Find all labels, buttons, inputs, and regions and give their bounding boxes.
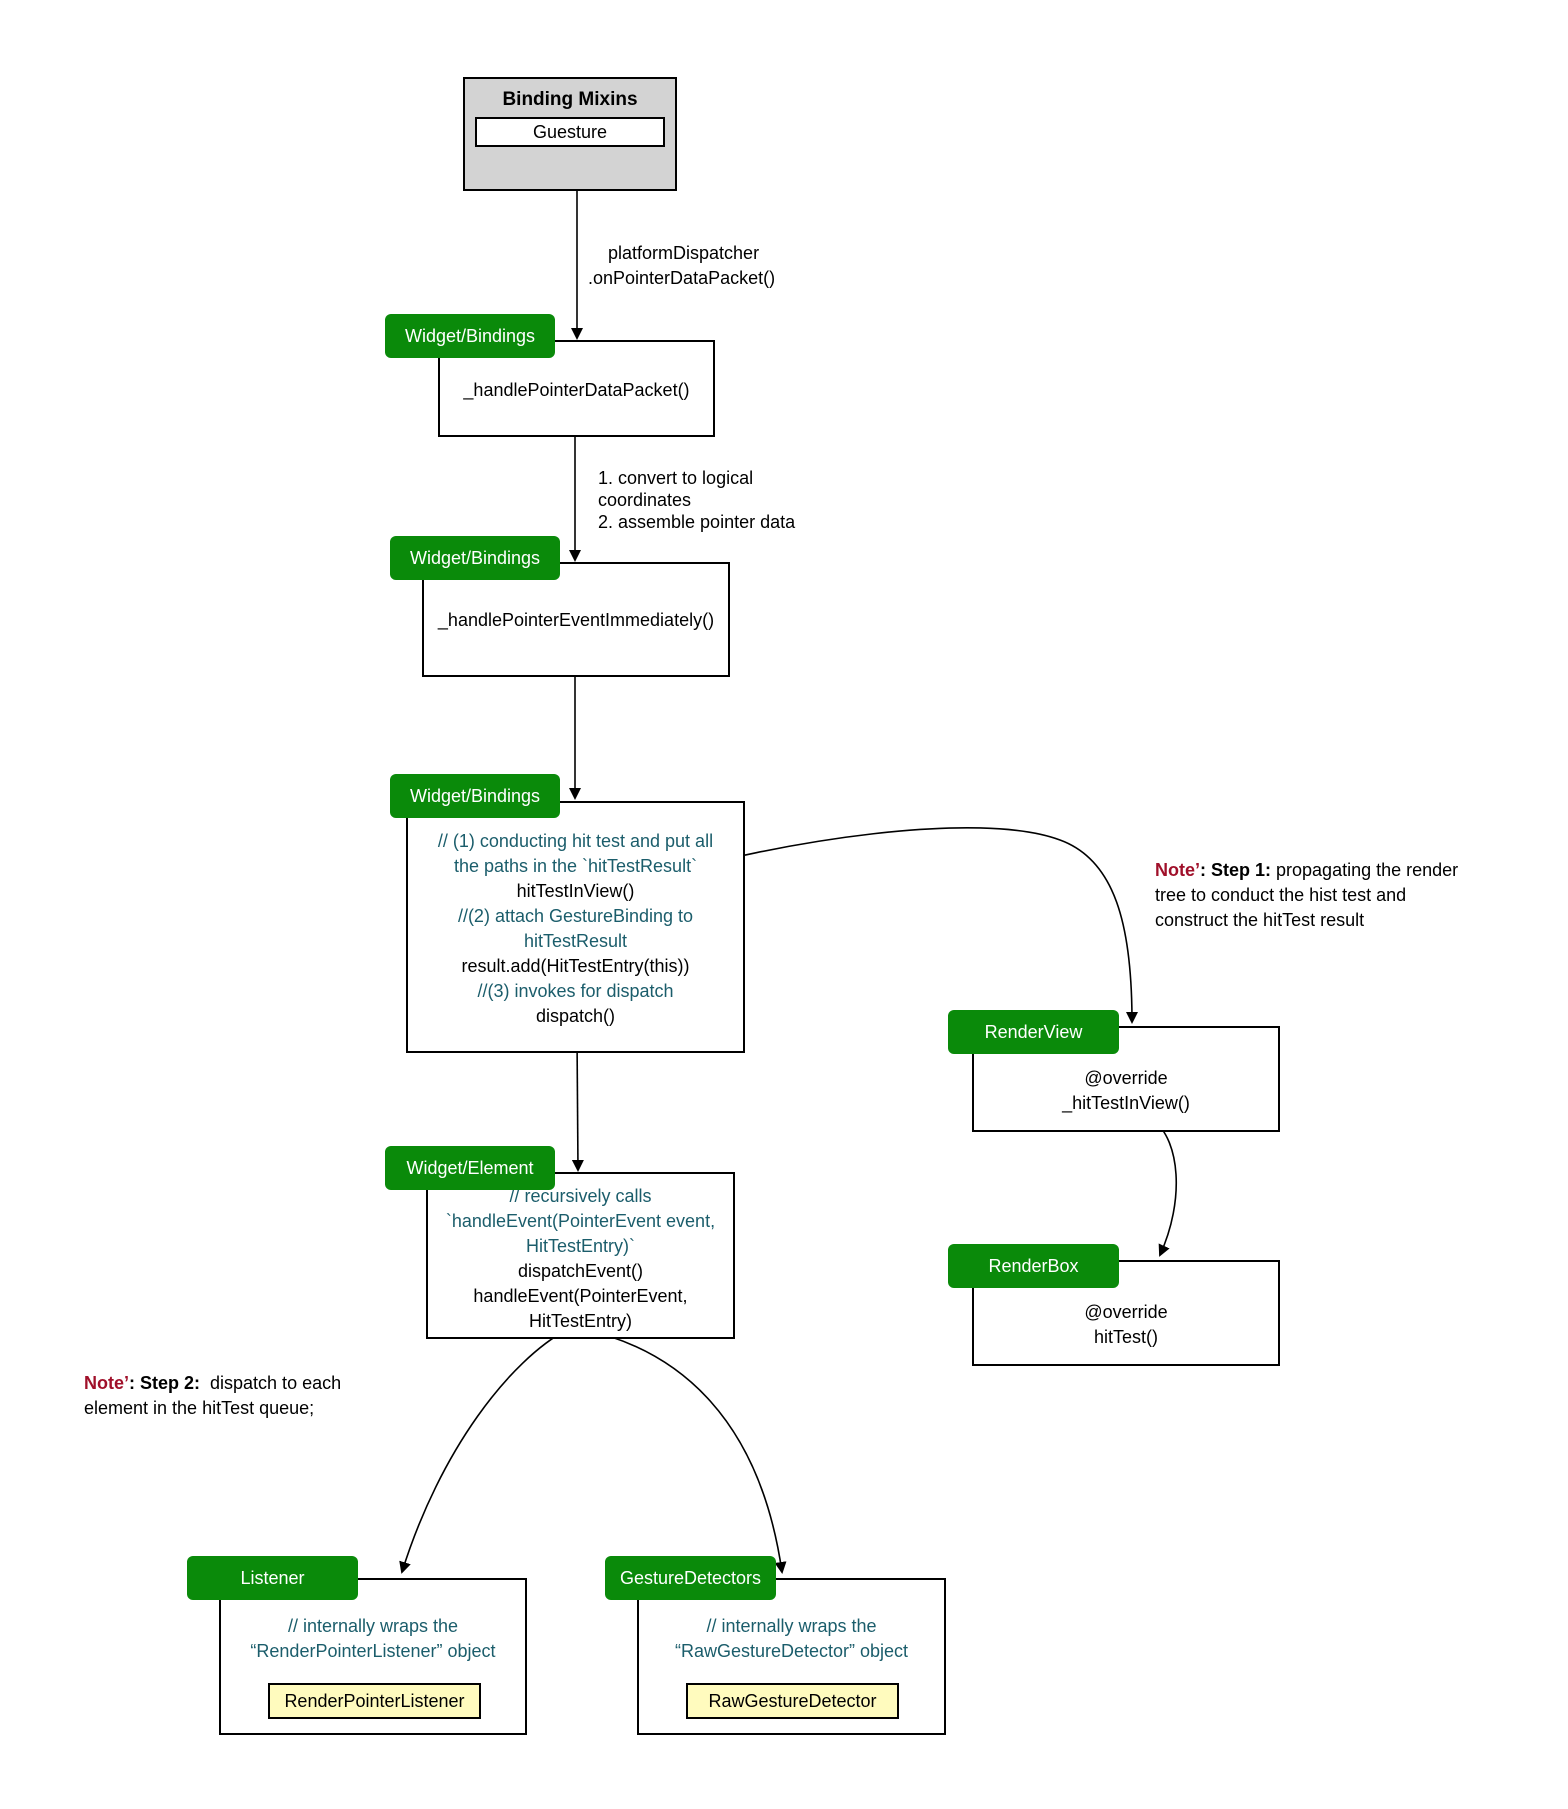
element-comment-line1: // recursively calls bbox=[509, 1186, 652, 1206]
gesture-node-content: // internally wraps the “RawGestureDetec… bbox=[639, 1614, 944, 1664]
note-step2-text1: dispatch to each bbox=[200, 1373, 342, 1393]
dispatcher-label: platformDispatcher .onPointerDataPacket(… bbox=[588, 241, 775, 291]
packet-node-tag: Widget/Bindings bbox=[385, 314, 555, 358]
element-code-line3: HitTestEntry) bbox=[528, 1311, 633, 1331]
note-step1-colon: : bbox=[1200, 860, 1211, 880]
gesture-binding-box: Guesture bbox=[475, 117, 665, 147]
packet-node-text: _handlePointerDataPacket() bbox=[463, 380, 690, 400]
renderview-line2: _hitTestInView() bbox=[1062, 1093, 1190, 1113]
dispatch-code1: hitTestInView() bbox=[516, 881, 635, 901]
listener-comment: // internally wraps the bbox=[287, 1616, 459, 1636]
binding-mixins-box: Binding Mixins Guesture bbox=[463, 77, 677, 191]
note-step2-line1: Note’: Step 2: dispatch to each bbox=[84, 1371, 341, 1396]
renderview-line1: @override bbox=[1084, 1068, 1168, 1088]
raw-gesture-detector-box: RawGestureDetector bbox=[686, 1683, 899, 1719]
dispatch-comment2-line1: //(2) attach GestureBinding to bbox=[457, 906, 694, 926]
dispatch-code2: result.add(HitTestEntry(this)) bbox=[461, 956, 690, 976]
immediately-node-text: _handlePointerEventImmediately() bbox=[437, 610, 715, 630]
listener-line2-text: “RenderPointerListener” object bbox=[250, 1641, 496, 1661]
arrow-dispatch-to-element bbox=[571, 1035, 584, 1172]
element-node: // recursively calls `handleEvent(Pointe… bbox=[426, 1172, 735, 1339]
arrow-element-to-listener bbox=[399, 1328, 569, 1574]
element-code-line2: handleEvent(PointerEvent, bbox=[473, 1286, 688, 1306]
dispatch-comment3: //(3) invokes for dispatch bbox=[477, 981, 674, 1001]
gesture-line2: “RawGestureDetector” object bbox=[639, 1639, 944, 1664]
immediately-node-tag: Widget/Bindings bbox=[390, 536, 560, 580]
dispatch-node: // (1) conducting hit test and put all t… bbox=[406, 801, 745, 1053]
note-step1-text3: construct the hitTest result bbox=[1155, 910, 1365, 930]
convert-label: 1. convert to logical coordinates 2. ass… bbox=[598, 467, 795, 533]
element-comment-line2: `handleEvent(PointerEvent event, bbox=[445, 1211, 716, 1231]
note-step1: Note’: Step 1: propagating the render tr… bbox=[1155, 858, 1458, 933]
note-step1-text1: propagating the render bbox=[1271, 860, 1459, 880]
binding-mixins-title: Binding Mixins bbox=[502, 89, 638, 110]
renderbox-line1: @override bbox=[1084, 1302, 1168, 1322]
dispatch-code3: dispatch() bbox=[535, 1006, 616, 1026]
dispatch-node-content: // (1) conducting hit test and put all t… bbox=[408, 829, 743, 1029]
renderbox-node-tag: RenderBox bbox=[948, 1244, 1119, 1288]
arrow-element-to-gesture bbox=[581, 1328, 787, 1574]
dispatch-node-tag: Widget/Bindings bbox=[390, 774, 560, 818]
note-step1-line1: Note’: Step 1: propagating the render bbox=[1155, 858, 1458, 883]
note-step1-prefix: Note’ bbox=[1155, 860, 1200, 880]
note-step2: Note’: Step 2: dispatch to each element … bbox=[84, 1371, 341, 1421]
immediately-node: _handlePointerEventImmediately() bbox=[422, 562, 730, 677]
dispatcher-label-line1: platformDispatcher bbox=[608, 243, 760, 263]
arrow-renderview-to-renderbox bbox=[1152, 1119, 1178, 1257]
dispatch-comment1-line2: the paths in the `hitTestResult` bbox=[453, 856, 698, 876]
dispatch-comment1-line1: // (1) conducting hit test and put all bbox=[437, 831, 714, 851]
element-comment-line3: HitTestEntry)` bbox=[525, 1236, 635, 1256]
dispatcher-label-line2: .onPointerDataPacket() bbox=[588, 268, 776, 288]
element-code-line1: dispatchEvent() bbox=[517, 1261, 644, 1281]
listener-line2: “RenderPointerListener” object bbox=[221, 1639, 525, 1664]
listener-node-content: // internally wraps the “RenderPointerLi… bbox=[221, 1614, 525, 1664]
gesture-node: // internally wraps the “RawGestureDetec… bbox=[637, 1578, 946, 1735]
renderview-node-content: @override _hitTestInView() bbox=[974, 1066, 1278, 1116]
element-node-tag: Widget/Element bbox=[385, 1146, 555, 1190]
renderview-node-tag: RenderView bbox=[948, 1010, 1119, 1054]
renderbox-node-content: @override hitTest() bbox=[974, 1300, 1278, 1350]
note-step1-text2: tree to conduct the hist test and bbox=[1155, 885, 1407, 905]
gesture-node-tag: GestureDetectors bbox=[605, 1556, 776, 1600]
note-step2-step: Step 2: bbox=[140, 1373, 201, 1393]
convert-label-line3: 2. assemble pointer data bbox=[598, 512, 796, 532]
listener-node-tag: Listener bbox=[187, 1556, 358, 1600]
renderbox-line2: hitTest() bbox=[1093, 1327, 1158, 1347]
note-step2-text2: element in the hitTest queue; bbox=[84, 1398, 315, 1418]
note-step2-colon: : bbox=[129, 1373, 140, 1393]
gesture-line2-text: “RawGestureDetector” object bbox=[674, 1641, 909, 1661]
arrow-hittest-to-renderview bbox=[646, 827, 1138, 1024]
convert-label-line2: coordinates bbox=[598, 490, 692, 510]
note-step2-prefix: Note’ bbox=[84, 1373, 129, 1393]
convert-label-line1: 1. convert to logical bbox=[598, 468, 754, 488]
element-node-content: // recursively calls `handleEvent(Pointe… bbox=[428, 1184, 733, 1334]
gesture-comment: // internally wraps the bbox=[706, 1616, 877, 1636]
note-step1-step: Step 1: bbox=[1211, 860, 1272, 880]
listener-node: // internally wraps the “RenderPointerLi… bbox=[219, 1578, 527, 1735]
dispatch-comment2-line2: hitTestResult bbox=[523, 931, 628, 951]
render-pointer-listener-box: RenderPointerListener bbox=[268, 1683, 481, 1719]
